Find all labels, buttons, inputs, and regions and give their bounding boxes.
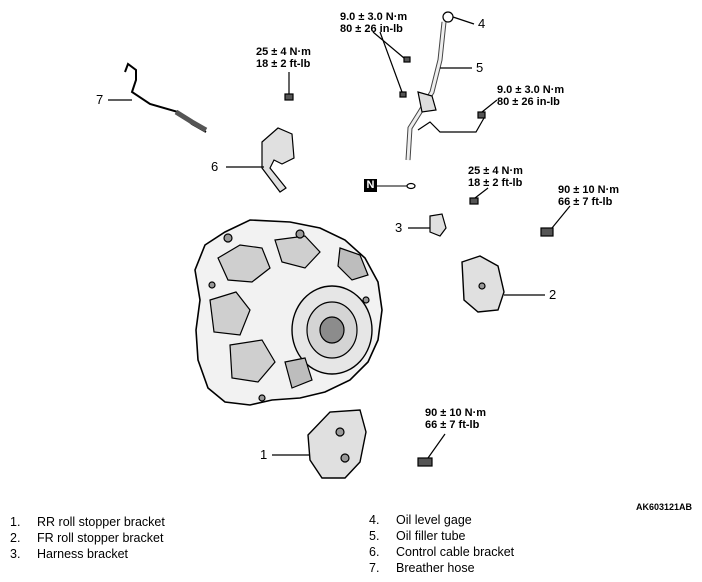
torque-spec: 25 ± 4 N·m 18 ± 2 ft-lb xyxy=(468,165,523,189)
oil-level-gage xyxy=(442,11,454,23)
oil-filler-tube xyxy=(405,21,447,161)
torque-value-metric: 9.0 ± 3.0 N·m xyxy=(497,84,565,96)
figure-reference: AK603121AB xyxy=(636,502,693,512)
harness-bracket xyxy=(429,213,447,237)
legend-number: 3. xyxy=(10,547,21,561)
torque-spec: 25 ± 4 N·m 18 ± 2 ft-lb xyxy=(256,46,311,70)
callout-3: 3 xyxy=(395,220,403,235)
legend-item: 7. Breather hose xyxy=(369,560,514,576)
legend-item: 1. RR roll stopper bracket xyxy=(10,514,165,530)
rr-roll-stopper-bracket xyxy=(307,409,367,479)
o-ring xyxy=(406,182,416,190)
legend-number: 1. xyxy=(10,515,21,529)
legend-item: 3. Harness bracket xyxy=(10,546,165,562)
control-cable-bracket xyxy=(261,127,295,193)
diagram-artwork xyxy=(108,11,571,479)
torque-value-metric: 9.0 ± 3.0 N·m xyxy=(340,11,408,23)
callout-2: 2 xyxy=(549,287,557,302)
legend-label: Harness bracket xyxy=(37,547,129,561)
callout-4: 4 xyxy=(478,16,486,31)
torque-value-imperial: 80 ± 26 in-lb xyxy=(497,96,560,108)
torque-value-metric: 90 ± 10 N·m xyxy=(558,184,620,196)
legend-label: Oil filler tube xyxy=(396,529,466,543)
torque-spec: 9.0 ± 3.0 N·m 80 ± 26 in-lb xyxy=(497,84,564,108)
legend-number: 4. xyxy=(369,513,380,527)
torque-value-metric: 25 ± 4 N·m xyxy=(256,46,311,58)
legend-number: 5. xyxy=(369,529,380,543)
torque-spec: 9.0 ± 3.0 N·m 80 ± 26 in-lb xyxy=(340,11,407,35)
legend-item: 6. Control cable bracket xyxy=(369,544,514,560)
legend-number: 7. xyxy=(369,561,380,575)
callout-1: 1 xyxy=(260,447,268,462)
legend-left: 1. RR roll stopper bracket 2. FR roll stop… xyxy=(10,514,165,562)
legend-item: 2. FR roll stopper bracket xyxy=(10,530,165,546)
legend-right: 4. Oil level gage 5. Oil filler tube 6. Con… xyxy=(369,512,514,576)
legend-label: Oil level gage xyxy=(396,513,472,527)
torque-spec: 90 ± 10 N·m 66 ± 7 ft-lb xyxy=(558,184,619,208)
legend-item: 4. Oil level gage xyxy=(369,512,514,528)
legend-label: Breather hose xyxy=(396,561,475,575)
legend-label: FR roll stopper bracket xyxy=(37,531,164,545)
torque-value-imperial: 66 ± 7 ft-lb xyxy=(558,196,613,208)
torque-value-metric: 90 ± 10 N·m xyxy=(425,407,487,419)
torque-spec: 90 ± 10 N·m 66 ± 7 ft-lb xyxy=(425,407,486,431)
n-badge: N xyxy=(364,179,377,192)
legend-item: 5. Oil filler tube xyxy=(369,528,514,544)
callout-6: 6 xyxy=(211,159,219,174)
torque-value-metric: 25 ± 4 N·m xyxy=(468,165,523,177)
callout-5: 5 xyxy=(476,60,484,75)
torque-value-imperial: 80 ± 26 in-lb xyxy=(340,23,403,35)
torque-value-imperial: 18 ± 2 ft-lb xyxy=(256,58,311,70)
callout-7: 7 xyxy=(96,92,104,107)
legend-number: 6. xyxy=(369,545,380,559)
torque-value-imperial: 66 ± 7 ft-lb xyxy=(425,419,480,431)
legend-label: Control cable bracket xyxy=(396,545,515,559)
legend-number: 2. xyxy=(10,531,21,545)
torque-value-imperial: 18 ± 2 ft-lb xyxy=(468,177,523,189)
legend-label: RR roll stopper bracket xyxy=(37,515,165,529)
bolts xyxy=(284,56,554,467)
transaxle-assembly xyxy=(194,219,383,406)
n-badge-leader xyxy=(377,185,407,187)
